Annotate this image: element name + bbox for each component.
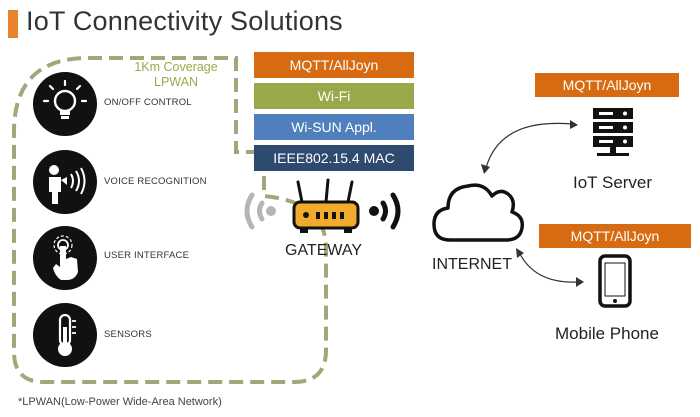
smartphone-icon [598,254,632,308]
speaking-person-icon [49,165,86,204]
device-sensors [33,303,97,367]
mobile-link-arrow [519,253,579,283]
stack-layer-wisun: Wi-SUN Appl. [254,114,414,140]
stack-layer-mac: IEEE802.15.4 MAC [254,145,414,171]
page-title: IoT Connectivity Solutions [26,6,343,36]
wireless-right-icon [380,192,401,230]
gateway-label: GATEWAY [285,242,363,259]
lightbulb-icon [42,79,88,119]
internet-label: INTERNET [432,256,512,273]
coverage-range: 1Km Coverage [134,60,218,74]
stack-layer-mqtt: MQTT/AllJoyn [254,52,414,78]
coverage-network: LPWAN [154,75,198,89]
server-icon [593,108,633,156]
device-label-sensors: SENSORS [104,329,152,340]
device-label-voice: VOICE RECOGNITION [104,176,207,187]
cloud-icon [432,183,525,242]
title-accent-bar [8,10,18,38]
device-on-off-control [33,72,97,136]
wireless-left-dot [266,206,276,216]
mobile-label: Mobile Phone [555,324,659,343]
server-protocol-box: MQTT/AllJoyn [535,73,679,97]
gateway-group [244,178,401,233]
device-user-interface [33,226,97,290]
stack-layer-wifi: Wi-Fi [254,83,414,109]
server-label: IoT Server [573,173,653,192]
touch-hand-icon [53,235,78,280]
server-link-arrow [485,122,573,169]
footnote: *LPWAN(Low-Power Wide-Area Network) [18,396,222,408]
lpwan-coverage-boundary [12,56,328,384]
device-label-ui: USER INTERFACE [104,250,190,261]
mobile-protocol-box: MQTT/AllJoyn [539,224,691,248]
device-label-on-off: ON/OFF CONTROL [104,97,192,108]
thermometer-icon [58,313,76,356]
coverage-label: 1Km Coverage LPWAN [114,60,238,90]
wireless-right-dot [369,206,379,216]
router-icon [292,178,360,233]
wireless-left-icon [244,192,265,230]
device-voice-recognition [33,150,97,214]
